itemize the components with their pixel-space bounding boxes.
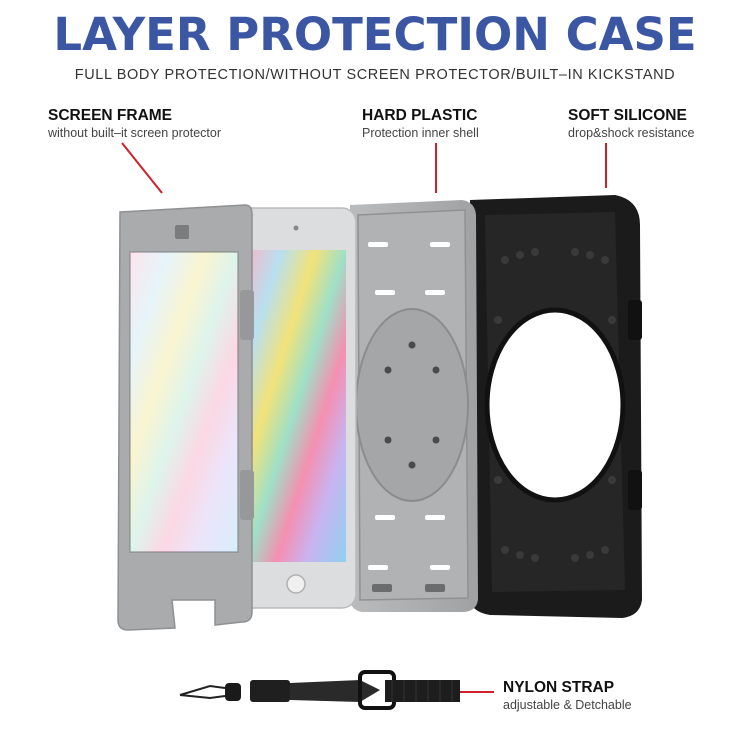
page-subtitle: FULL BODY PROTECTION/WITHOUT SCREEN PROT… [74, 67, 676, 83]
screen-frame-layer [117, 204, 254, 631]
callout-title: SOFT SILICONE [568, 107, 687, 124]
callout-desc: adjustable & Detchable [503, 698, 632, 712]
callout-title: NYLON STRAP [503, 679, 615, 696]
callout-screen-frame: SCREEN FRAME without built–it screen pro… [48, 107, 221, 140]
pointer-screen-frame [121, 142, 163, 194]
callout-title: SCREEN FRAME [48, 107, 173, 124]
tablet-device [235, 207, 357, 609]
hard-plastic-layer [350, 200, 478, 612]
callout-title: HARD PLASTIC [362, 107, 478, 124]
callout-soft-silicone: SOFT SILICONE drop&shock resistance [568, 107, 694, 140]
callout-desc: without built–it screen protector [48, 126, 222, 140]
soft-silicone-layer [468, 195, 642, 618]
callout-desc: Protection inner shell [362, 126, 479, 140]
nylon-strap [179, 670, 460, 710]
page-title: LAYER PROTECTION CASE [53, 8, 697, 61]
pointer-lines [121, 142, 607, 693]
callout-desc: drop&shock resistance [568, 126, 695, 140]
callout-hard-plastic: HARD PLASTIC Protection inner shell [362, 107, 479, 140]
callout-nylon-strap: NYLON STRAP adjustable & Detchable [503, 679, 632, 712]
